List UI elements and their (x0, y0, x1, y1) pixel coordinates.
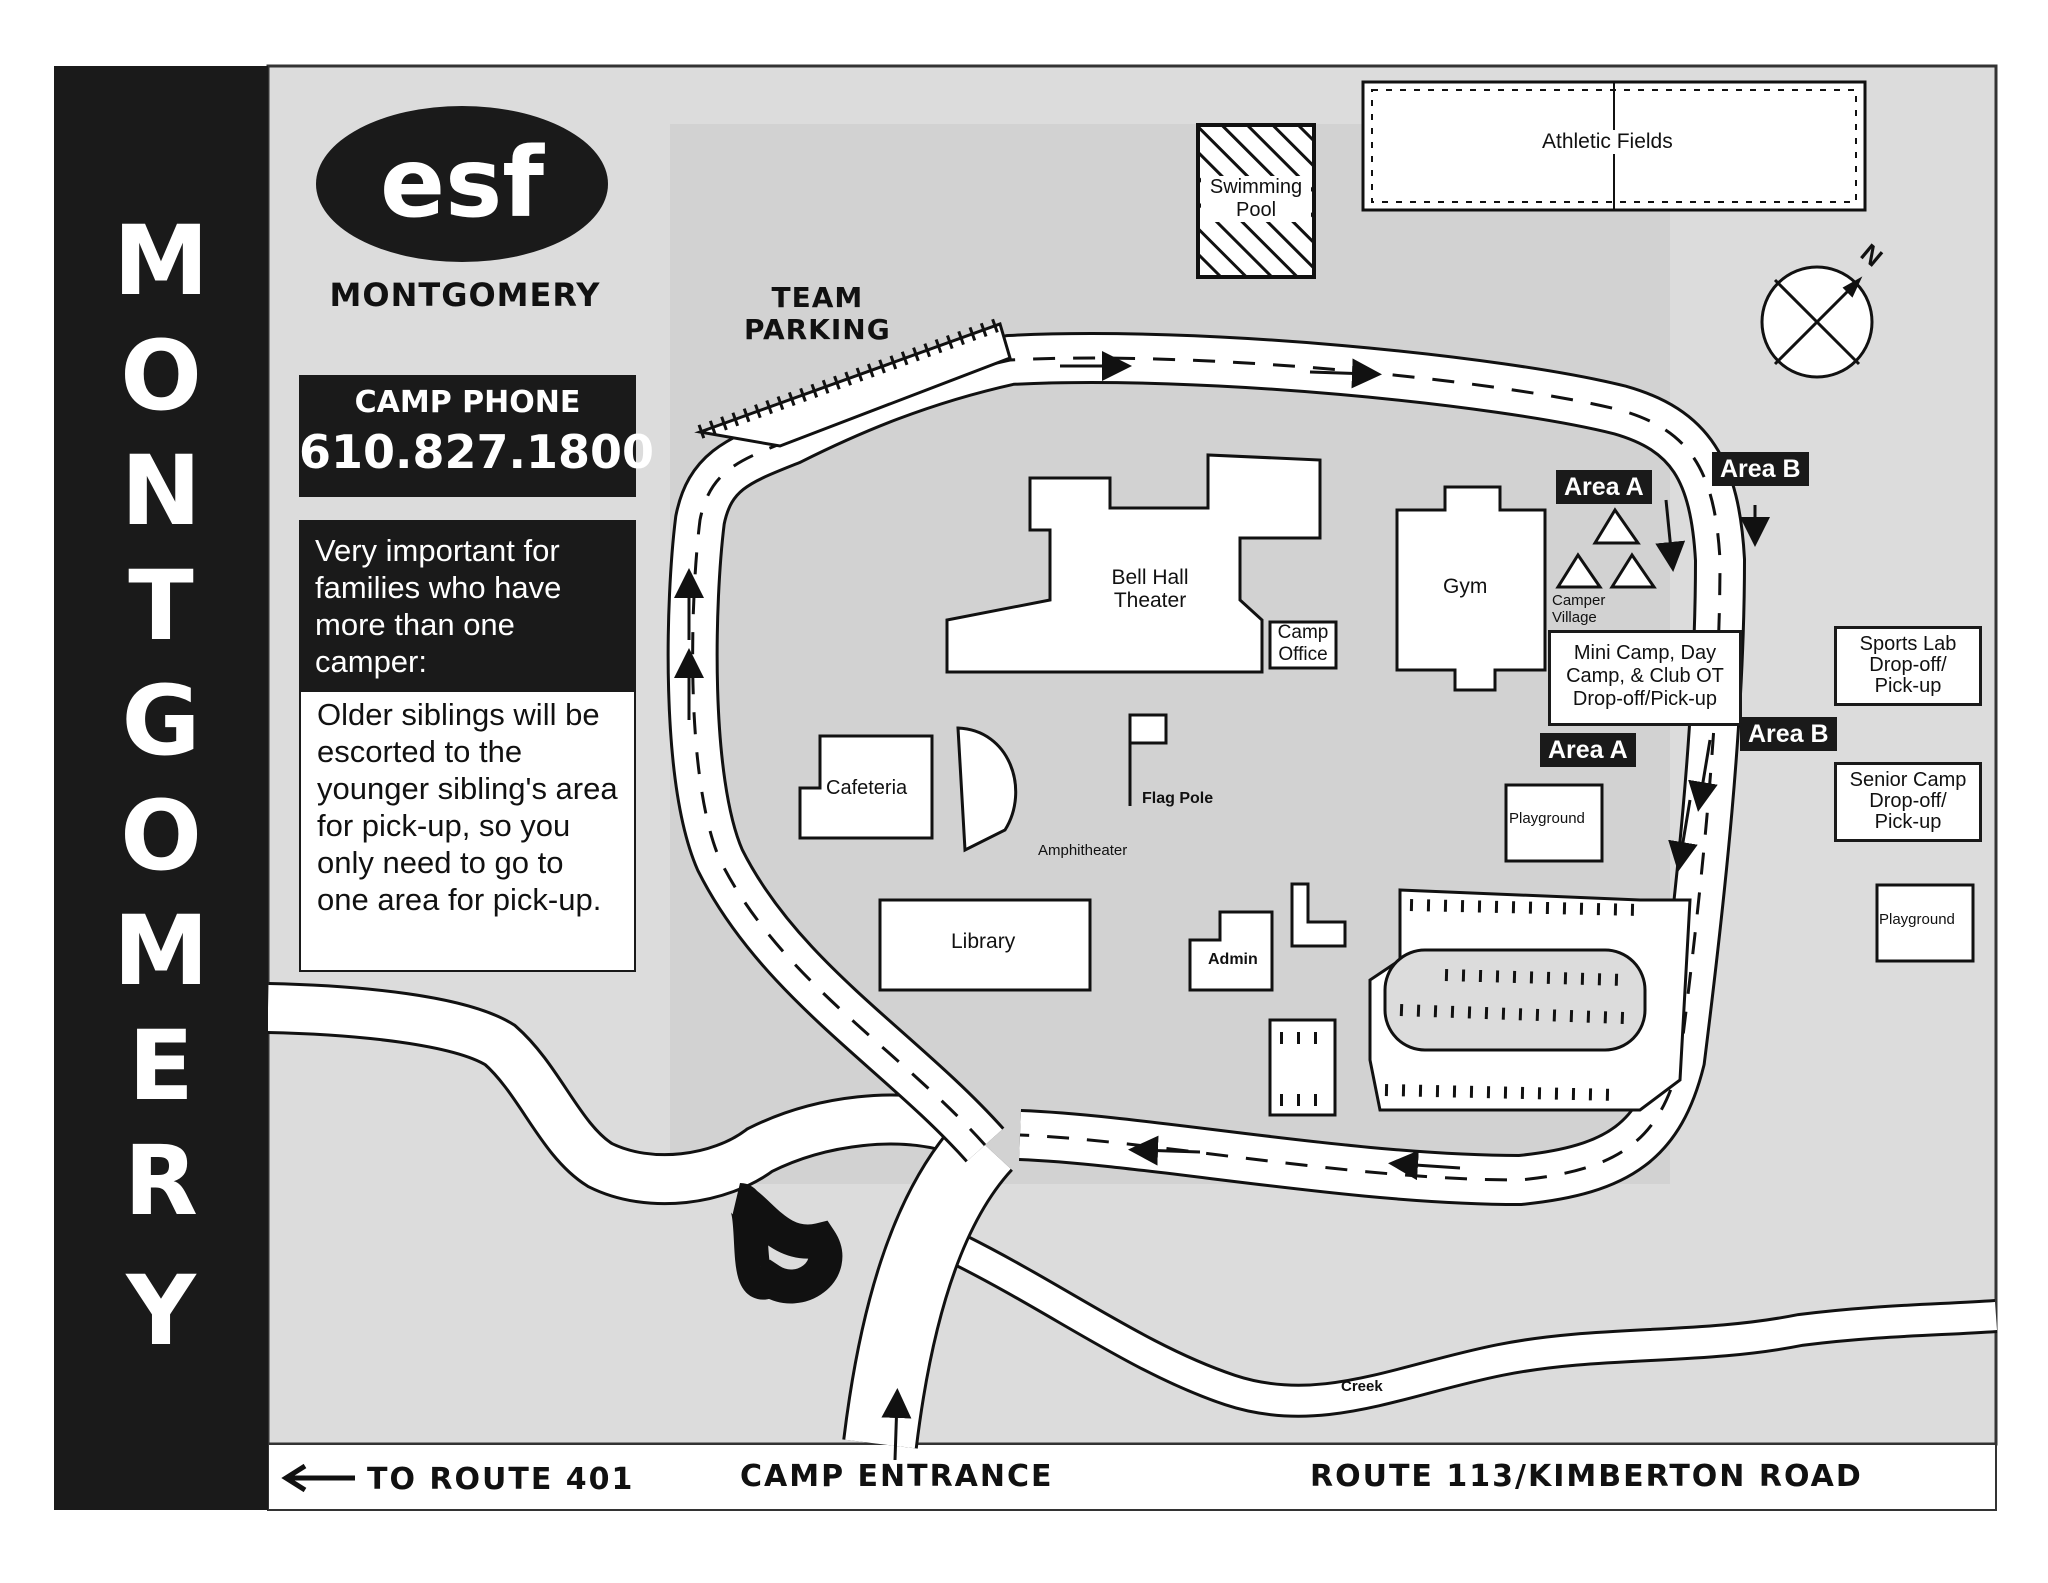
library-building (878, 898, 1092, 992)
camp-entrance-label: CAMP ENTRANCE (740, 1459, 1054, 1494)
sidebar-letter: N (120, 435, 202, 547)
sidebar-letter: M (113, 895, 209, 1007)
camp-office-label: Camp Office (1270, 622, 1336, 666)
athletic-fields (1361, 80, 1867, 212)
small-building (1290, 882, 1347, 948)
sidebar-title-band: M O N T G O M E R Y (54, 66, 268, 1510)
left-arrow-icon (281, 1463, 355, 1493)
logo-subtitle: MONTGOMERY (329, 276, 601, 314)
main-parking-lot (1268, 888, 1692, 1117)
bell-hall-building (945, 453, 1322, 674)
creek-label: Creek (1341, 1378, 1383, 1395)
camp-office-line: Office (1278, 644, 1328, 665)
camper-village-line: Camper (1552, 592, 1606, 609)
senior-camp-dropoff-box: Senior Camp Drop-off/ Pick-up (1834, 762, 1982, 842)
area-a-tag-top: Area A (1556, 470, 1652, 504)
esf-logo: esf (316, 106, 608, 262)
playground-label-2: Playground (1879, 911, 1955, 928)
camp-office-building (1268, 620, 1338, 670)
sidebar-letter: G (121, 665, 201, 777)
camp-phone-number: 610.827.1800 (299, 425, 655, 479)
swimming-pool-line: Swimming (1209, 176, 1303, 198)
sidebar-letter: Y (126, 1255, 196, 1367)
admin-label: Admin (1208, 951, 1258, 968)
camp-phone-box: CAMP PHONE 610.827.1800 (299, 375, 655, 497)
team-parking-label: TEAM PARKING (744, 282, 891, 346)
athletic-fields-label: Athletic Fields (1538, 130, 1677, 154)
flag-pole-label: Flag Pole (1142, 790, 1214, 807)
library-label: Library (951, 930, 1016, 953)
playground-2 (1875, 883, 1975, 963)
to-route-401-label: TO ROUTE 401 (367, 1462, 635, 1497)
senior-camp-line: Senior Camp (1849, 769, 1967, 791)
logo-wordmark: esf (380, 127, 545, 239)
amphitheater-label: Amphitheater (1038, 842, 1128, 859)
swimming-pool-label: Swimming Pool (1201, 176, 1311, 222)
sidebar-letter: O (120, 780, 202, 892)
mini-camp-line: Camp, & Club OT (1566, 665, 1724, 687)
cafeteria-label: Cafeteria (826, 777, 908, 799)
note-heading: Very important for families who have mor… (299, 520, 636, 692)
compass-icon (1760, 265, 1874, 379)
area-a-tag-bottom: Area A (1540, 733, 1636, 767)
camp-office-line: Camp (1277, 622, 1329, 643)
bell-hall-label: Bell Hall Theater (1100, 566, 1200, 612)
gym-building (1395, 485, 1547, 692)
sports-lab-line: Sports Lab (1859, 633, 1957, 655)
note-body: Older siblings will be escorted to the y… (299, 692, 636, 972)
sidebar-letter: M (113, 205, 209, 317)
sports-lab-line: Pick-up (1874, 675, 1942, 697)
team-parking-line: TEAM (771, 281, 864, 314)
camper-village-tents (1555, 507, 1657, 589)
camper-village-line: Village (1552, 609, 1597, 626)
mini-camp-dropoff-box: Mini Camp, Day Camp, & Club OT Drop-off/… (1548, 630, 1742, 726)
camp-phone-label: CAMP PHONE (354, 385, 581, 420)
sports-lab-line: Drop-off/ (1869, 654, 1947, 676)
area-b-tag-bottom: Area B (1740, 717, 1837, 751)
sidebar-letter: T (128, 550, 194, 662)
sidebar-letter: R (124, 1125, 198, 1237)
mini-camp-line: Drop-off/Pick-up (1572, 688, 1718, 710)
sports-lab-dropoff-box: Sports Lab Drop-off/ Pick-up (1834, 626, 1982, 706)
playground-label-1: Playground (1509, 810, 1585, 827)
senior-camp-line: Pick-up (1874, 811, 1942, 833)
camper-village-label: Camper Village (1552, 592, 1605, 626)
loop-road-direction (691, 356, 1722, 1182)
sidebar-letter: E (128, 1010, 194, 1122)
team-parking-line: PARKING (744, 313, 891, 346)
traffic-arrows (674, 351, 1770, 1461)
parking-stalls (1280, 899, 1641, 1106)
bell-hall-line: Theater (1113, 589, 1187, 612)
cafeteria-building (798, 734, 934, 840)
admin-building (1188, 910, 1274, 992)
senior-camp-line: Drop-off/ (1869, 790, 1947, 812)
flag-pole-icon (1128, 713, 1168, 806)
playground-1 (1504, 783, 1604, 863)
area-b-tag-top: Area B (1712, 452, 1809, 486)
bell-hall-line: Bell Hall (1111, 566, 1189, 589)
gym-label: Gym (1443, 575, 1488, 598)
swimming-pool-line: Pool (1235, 199, 1277, 221)
route-113-label: ROUTE 113/KIMBERTON ROAD (1310, 1459, 1863, 1494)
mini-camp-line: Mini Camp, Day (1573, 642, 1717, 664)
team-parking-lot (694, 317, 1012, 448)
sidebar-letter: O (120, 320, 202, 432)
amphitheater-icon (956, 726, 1018, 853)
route-113-road (267, 1443, 1997, 1511)
